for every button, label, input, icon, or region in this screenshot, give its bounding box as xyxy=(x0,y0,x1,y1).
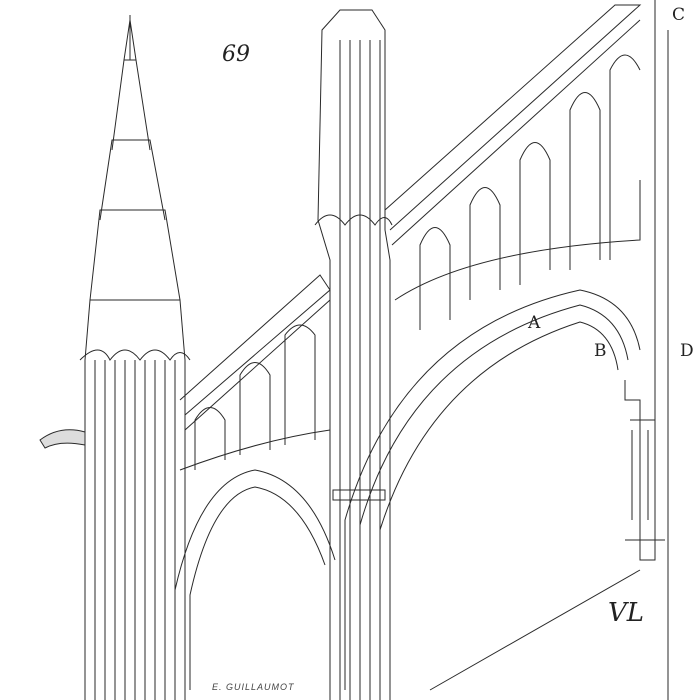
right-wall xyxy=(429,0,669,700)
label-b: B xyxy=(594,341,607,361)
label-d: D xyxy=(680,341,694,361)
artist-monogram: VL xyxy=(608,598,645,628)
engraver-signature: E. GUILLAUMOT xyxy=(212,682,295,692)
arches xyxy=(174,289,641,690)
plate-number: 69 xyxy=(222,42,250,67)
lower-flying-buttress xyxy=(179,274,331,471)
label-c: C xyxy=(672,5,686,25)
upper-flying-buttress xyxy=(384,4,642,330)
left-pinnacle xyxy=(39,15,191,700)
label-a: A xyxy=(528,313,541,333)
